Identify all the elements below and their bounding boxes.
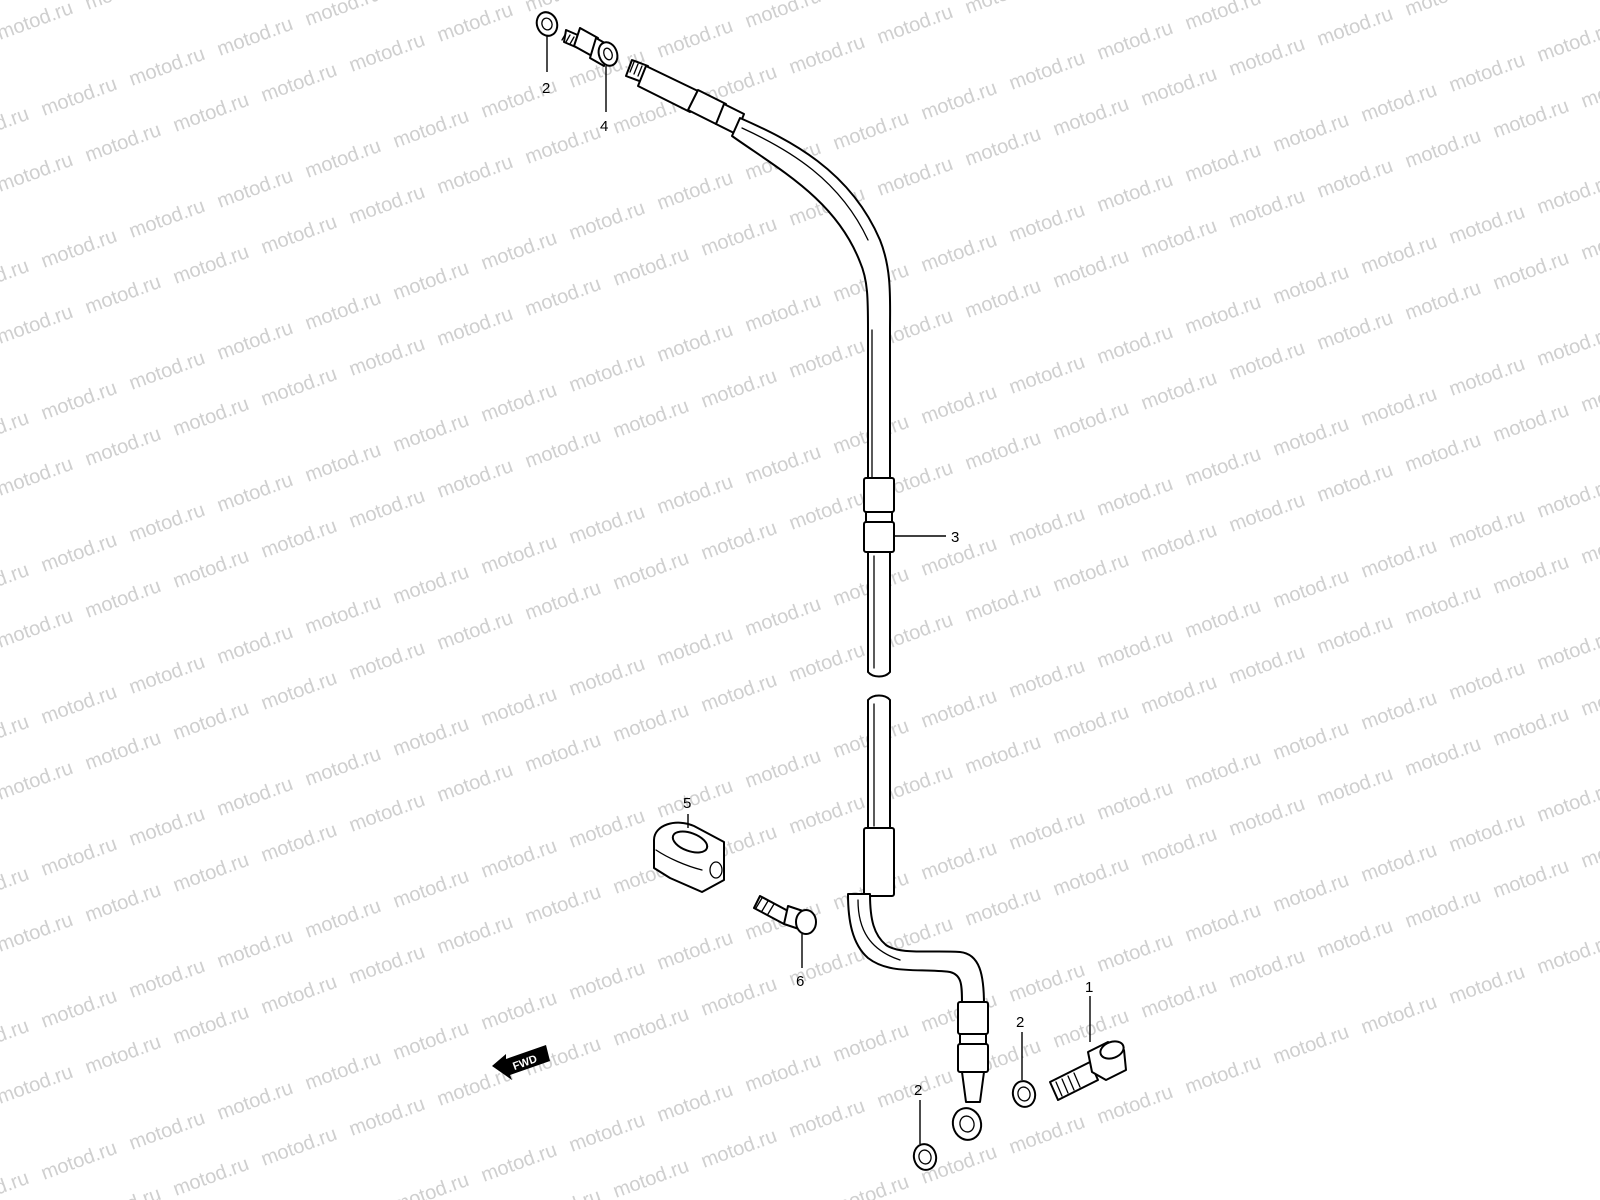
- brake-hose: [731, 117, 989, 1141]
- leader-lines: [546, 36, 1091, 1144]
- callout-1: 1: [1085, 979, 1093, 996]
- washer-top: [535, 11, 559, 37]
- callout-2-top: 2: [542, 80, 550, 97]
- callout-5: 5: [683, 795, 691, 812]
- callout-2-mid: 2: [1016, 1014, 1024, 1031]
- union-bolt: [1049, 1040, 1127, 1101]
- clamp-bolt: [753, 895, 817, 935]
- callouts: 2 4 3 5 6 1 2 2: [542, 80, 1093, 1099]
- callout-3: 3: [951, 529, 959, 546]
- forward-direction-arrow: FWD: [492, 1045, 550, 1080]
- washer-mid: [1011, 1080, 1037, 1108]
- hose-clamp: [653, 821, 725, 893]
- hose-upper-fitting: [625, 59, 745, 135]
- callout-4: 4: [600, 118, 608, 135]
- union-bolt-nut: [561, 27, 619, 67]
- callout-2-bottom: 2: [914, 1082, 922, 1099]
- callout-6: 6: [796, 973, 804, 990]
- washer-bottom: [912, 1143, 938, 1171]
